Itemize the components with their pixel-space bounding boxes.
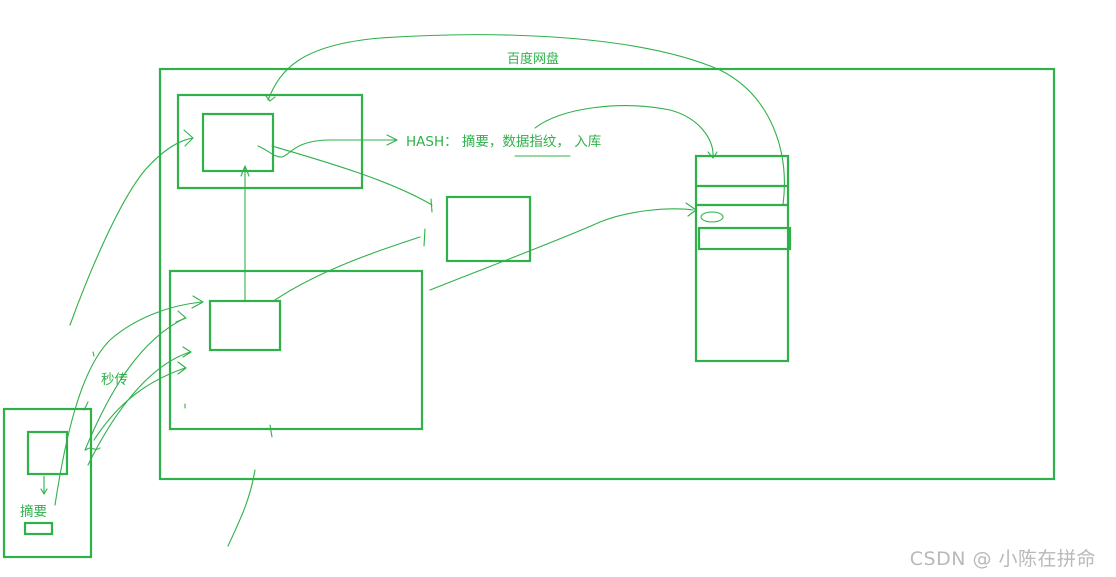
cloud-storage-box — [158, 67, 1056, 481]
database-record-oval — [700, 211, 724, 223]
database-stack — [694, 154, 792, 363]
client-device — [2, 407, 93, 559]
csdn-watermark: CSDN @ 小陈在拼命 — [909, 548, 1096, 570]
connector-strokes — [54, 34, 785, 547]
large-file-box — [168, 269, 424, 431]
large-file-inner-box — [208, 299, 282, 352]
cloud-title: 百度网盘 — [507, 51, 559, 67]
hash-inner-box — [201, 112, 275, 173]
middle-box — [445, 195, 532, 263]
database-record-highlight — [697, 226, 792, 251]
hash-note: HASH： 摘要，数据指纹， 入库 — [406, 133, 601, 150]
digest-label: 摘要 — [20, 503, 47, 520]
client-file-box — [26, 430, 69, 476]
client-digest-box — [23, 521, 54, 536]
instant-upload-label: 秒传 — [101, 372, 128, 388]
hash-container-box — [176, 93, 364, 190]
